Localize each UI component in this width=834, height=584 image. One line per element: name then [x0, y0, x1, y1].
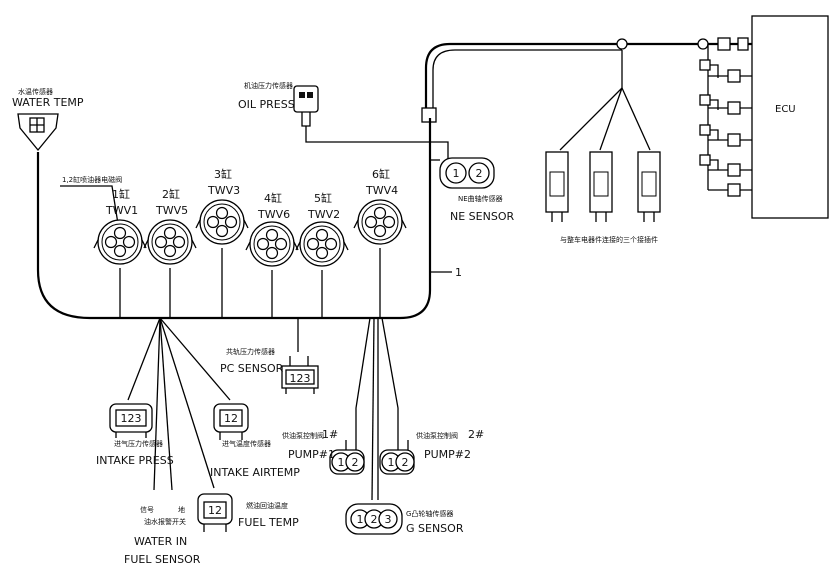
- pump1-zh: 供油泵控制阀: [282, 431, 324, 440]
- injector-twv-label: TWV1: [105, 204, 138, 217]
- injector-cyl-label: 1缸: [112, 187, 130, 201]
- trunk-node-1: [616, 38, 628, 50]
- pump2-zh: 供油泵控制阀: [416, 431, 458, 440]
- ecu-label: ECU: [775, 104, 796, 115]
- injector-twv-3: 3缸 TWV3: [195, 167, 249, 318]
- g-sensor: 1 2 3 G凸轮轴传感器 G SENSOR: [345, 503, 464, 535]
- intake-airtemp-zh: 进气温度传感器: [222, 439, 271, 448]
- harness-label: 1: [455, 266, 462, 279]
- fuel-temp-zh: 燃油回油温度: [246, 501, 288, 510]
- pump1-pin-1: 1: [338, 456, 345, 469]
- injector-twv-label: TWV5: [155, 204, 188, 217]
- intake-press-zh: 进气压力传感器: [114, 439, 163, 448]
- pump1-valve: 1 2 供油泵控制阀 1# PUMP#1: [282, 428, 365, 475]
- lower-right-harness: [355, 317, 399, 501]
- fuel-temp-sensor: 12 燃油回油温度 FUEL TEMP: [197, 493, 299, 532]
- pump1-num: 1#: [322, 428, 338, 441]
- injector-twv-label: TWV4: [365, 184, 398, 197]
- injector-twv-label: TWV3: [207, 184, 240, 197]
- injector-cyl-label: 5缸: [314, 191, 332, 205]
- injector-twv-5: 5缸 TWV2: [295, 191, 349, 318]
- injector-twv-label: TWV2: [307, 208, 340, 221]
- pump1-en: PUMP#1: [288, 448, 335, 461]
- water-temp-sensor: 水温传感器 WATER TEMP: [12, 87, 84, 152]
- injector-twv-1: 1缸 TWV1: [93, 187, 147, 318]
- injector-cyl-label: 4缸: [264, 191, 282, 205]
- oil-press-zh: 机油压力传感器: [244, 81, 293, 90]
- ne-sensor-en: NE SENSOR: [450, 210, 514, 223]
- intake-press-pins: 123: [121, 412, 142, 425]
- ne-sensor: 1 2 NE曲轴传感器 NE SENSOR: [430, 157, 514, 223]
- intake-press-sensor: 123 进气压力传感器 INTAKE PRESS: [96, 403, 174, 467]
- pc-sensor-en: PC SENSOR: [220, 362, 284, 375]
- pc-sensor-zh: 共轨压力传感器: [226, 347, 275, 356]
- wif-en-1: WATER IN: [134, 535, 187, 548]
- main-harness: [36, 118, 432, 320]
- vehicle-connector-1: [545, 151, 569, 222]
- g-pin-1: 1: [357, 513, 364, 526]
- water-in-fuel-sensor: 信号 地 油水报警开关 WATER IN FUEL SENSOR: [124, 505, 201, 566]
- vehicle-connectors-note: 与整车电器件连接的三个接插件: [560, 235, 658, 244]
- intake-airtemp-pins: 12: [224, 412, 238, 425]
- pump2-valve: 1 2 供油泵控制阀 2# PUMP#2: [379, 428, 484, 475]
- pc-sensor: 123 共轨压力传感器 PC SENSOR: [220, 318, 319, 394]
- wif-zh-signal: 信号: [140, 505, 154, 514]
- fuel-temp-pins: 12: [208, 504, 222, 517]
- g-sensor-en: G SENSOR: [406, 522, 464, 535]
- main-trunk: [424, 42, 752, 118]
- vehicle-connectors: 与整车电器件连接的三个接插件: [545, 50, 661, 244]
- vehicle-connector-2: [589, 151, 613, 222]
- ecu-box: [751, 15, 829, 219]
- intake-press-en: INTAKE PRESS: [96, 454, 174, 467]
- pump1-pin-2: 2: [352, 456, 359, 469]
- ne-sensor-zh: NE曲轴传感器: [458, 194, 503, 203]
- trunk-node-2: [697, 38, 709, 50]
- wif-zh-ground: 地: [178, 505, 185, 514]
- intake-airtemp-en: INTAKE AIRTEMP: [210, 466, 300, 479]
- water-temp-en: WATER TEMP: [12, 96, 84, 109]
- twv-note-leader: [60, 185, 119, 225]
- pump2-pin-2: 2: [402, 456, 409, 469]
- g-sensor-zh: G凸轮轴传感器: [406, 509, 453, 518]
- oil-press-en: OIL PRESS: [238, 98, 295, 111]
- injector-cyl-label: 6缸: [372, 167, 390, 181]
- injector-cyl-label: 3缸: [214, 167, 232, 181]
- water-temp-zh: 水温传感器: [18, 87, 53, 96]
- intake-airtemp-sensor: 12 进气温度传感器 INTAKE AIRTEMP: [210, 403, 300, 479]
- wif-zh-switch: 油水报警开关: [144, 517, 186, 526]
- ne-pin-1: 1: [453, 167, 460, 180]
- ne-pin-2: 2: [476, 167, 483, 180]
- injector-cyl-label: 2缸: [162, 187, 180, 201]
- fuel-temp-en: FUEL TEMP: [238, 516, 299, 529]
- injector-twv-2: 2缸 TWV5: [143, 187, 197, 318]
- injector-twv-label: TWV6: [257, 208, 290, 221]
- vehicle-connector-3: [637, 151, 661, 222]
- twv-note: 1,2缸喷油器电磁阀: [62, 175, 122, 184]
- wif-en-2: FUEL SENSOR: [124, 553, 201, 566]
- injector-twv-6: 6缸 TWV4: [353, 167, 407, 318]
- g-pin-3: 3: [385, 513, 392, 526]
- pump2-pin-1: 1: [388, 456, 395, 469]
- pc-pins: 123: [290, 372, 311, 385]
- pump2-en: PUMP#2: [424, 448, 471, 461]
- pump2-num: 2#: [468, 428, 484, 441]
- injector-twv-4: 4缸 TWV6: [245, 191, 299, 318]
- injector-group: 1缸 TWV1 2缸 TWV5 3缸 TWV3 4缸 TWV6 5缸 TWV2 6缸 TWV4: [93, 167, 407, 318]
- main-trunk-inner: [432, 49, 622, 118]
- lower-left-harness: [127, 317, 231, 491]
- ecu-group: ECU: [421, 15, 829, 219]
- ecu-pin-bank: [699, 37, 752, 197]
- oil-press-sensor: 机油压力传感器 OIL PRESS: [238, 81, 449, 170]
- g-pin-2: 2: [371, 513, 378, 526]
